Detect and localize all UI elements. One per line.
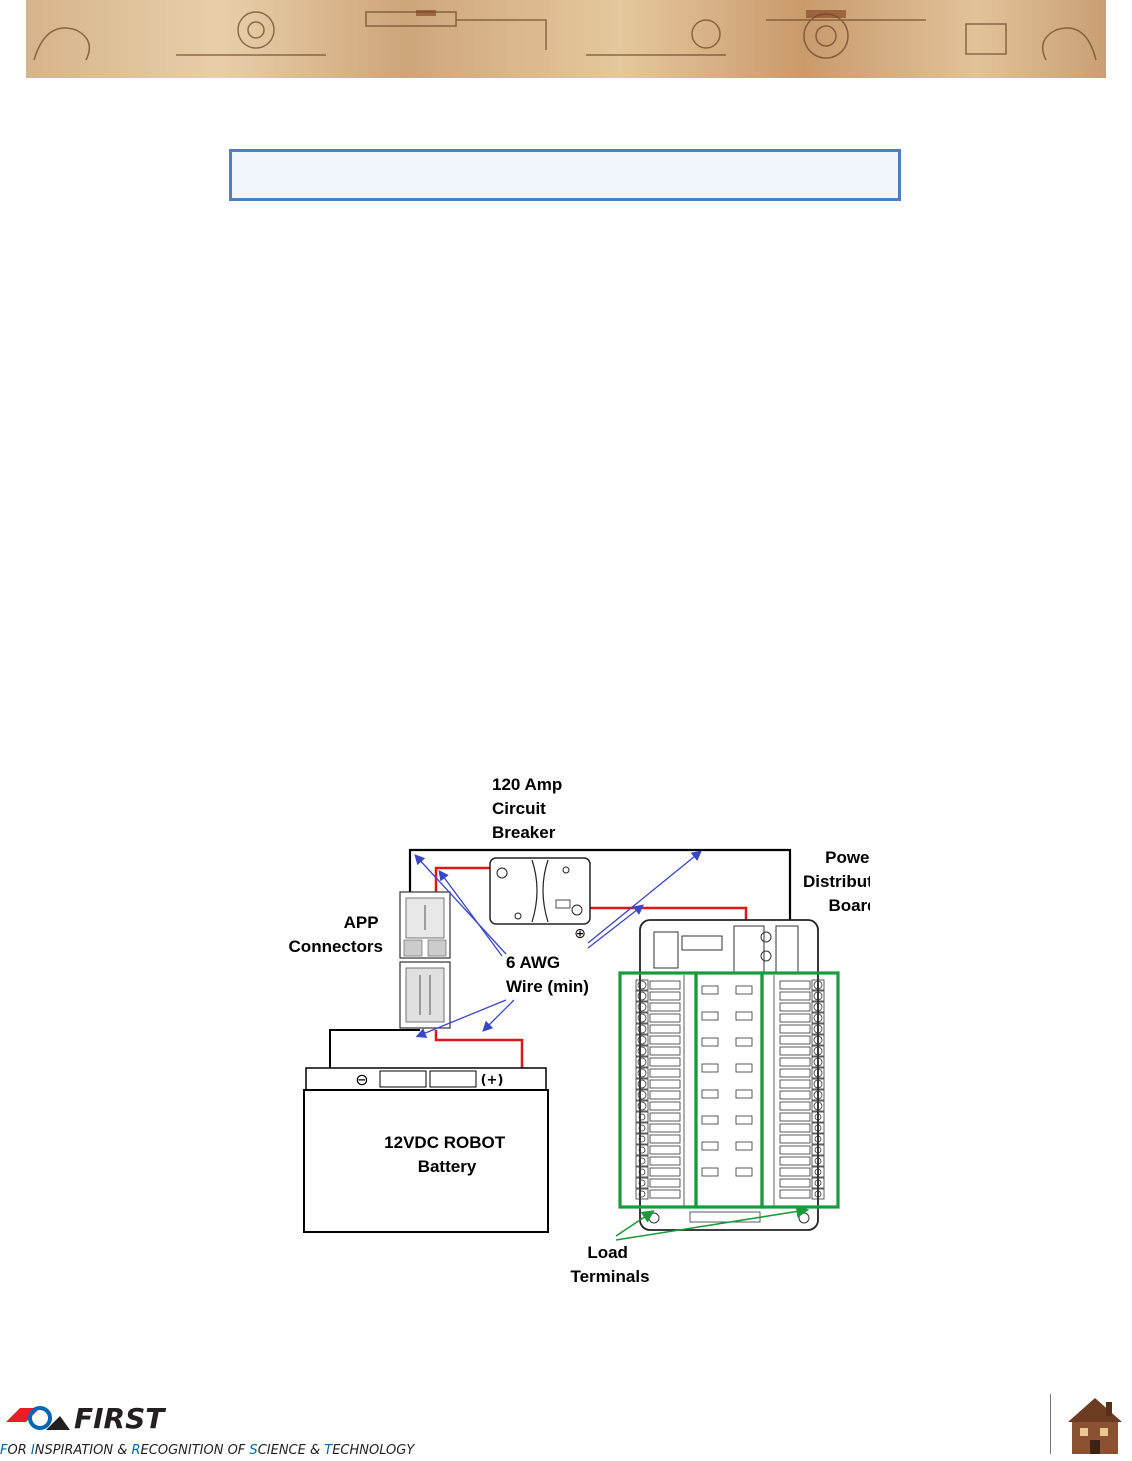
positive-wire-battery — [434, 1030, 524, 1068]
circuit-breaker: ⊕ — [489, 857, 591, 942]
app-connectors — [399, 891, 451, 1029]
svg-text:FOR INSPIRATION & RECOGNITION: FOR INSPIRATION & RECOGNITION OF SCIENCE… — [0, 1443, 415, 1456]
battery-label: 12VDC ROBOT Battery — [384, 1133, 510, 1176]
app-connectors-label: APP Connectors — [289, 913, 383, 956]
robot-battery: ⊖ (+) — [303, 1067, 549, 1233]
footer-divider — [1050, 1394, 1051, 1454]
svg-text:⊕: ⊕ — [574, 926, 586, 942]
first-logo: FIRST FOR INSPIRATION & RECOGNITION OF S… — [0, 1392, 430, 1458]
battery-positive-terminal: (+) — [481, 1073, 504, 1088]
callout-box — [229, 149, 901, 201]
power-distribution-board — [635, 919, 825, 1231]
wire-label: 6 AWG Wire (min) — [506, 953, 589, 996]
header-banner — [26, 0, 1106, 78]
breaker-label: 120 Amp Circuit Breaker — [492, 775, 567, 842]
wire-arrows — [414, 850, 703, 1038]
svg-text:FIRST: FIRST — [74, 1402, 166, 1435]
negative-wire — [408, 848, 792, 925]
house-illustration — [1058, 1392, 1132, 1456]
wiring-diagram: ⊕ ⊖ (+) — [289, 775, 870, 1286]
battery-negative-wire — [329, 1029, 420, 1068]
pdb-label: Power Distribution Board — [803, 848, 870, 915]
banner-artwork — [33, 10, 1097, 61]
load-terminals-label: Load Terminals — [570, 1243, 649, 1286]
battery-negative-terminal: ⊖ — [355, 1070, 368, 1089]
positive-wire-app-breaker — [434, 866, 490, 892]
load-arrows — [615, 1205, 810, 1241]
